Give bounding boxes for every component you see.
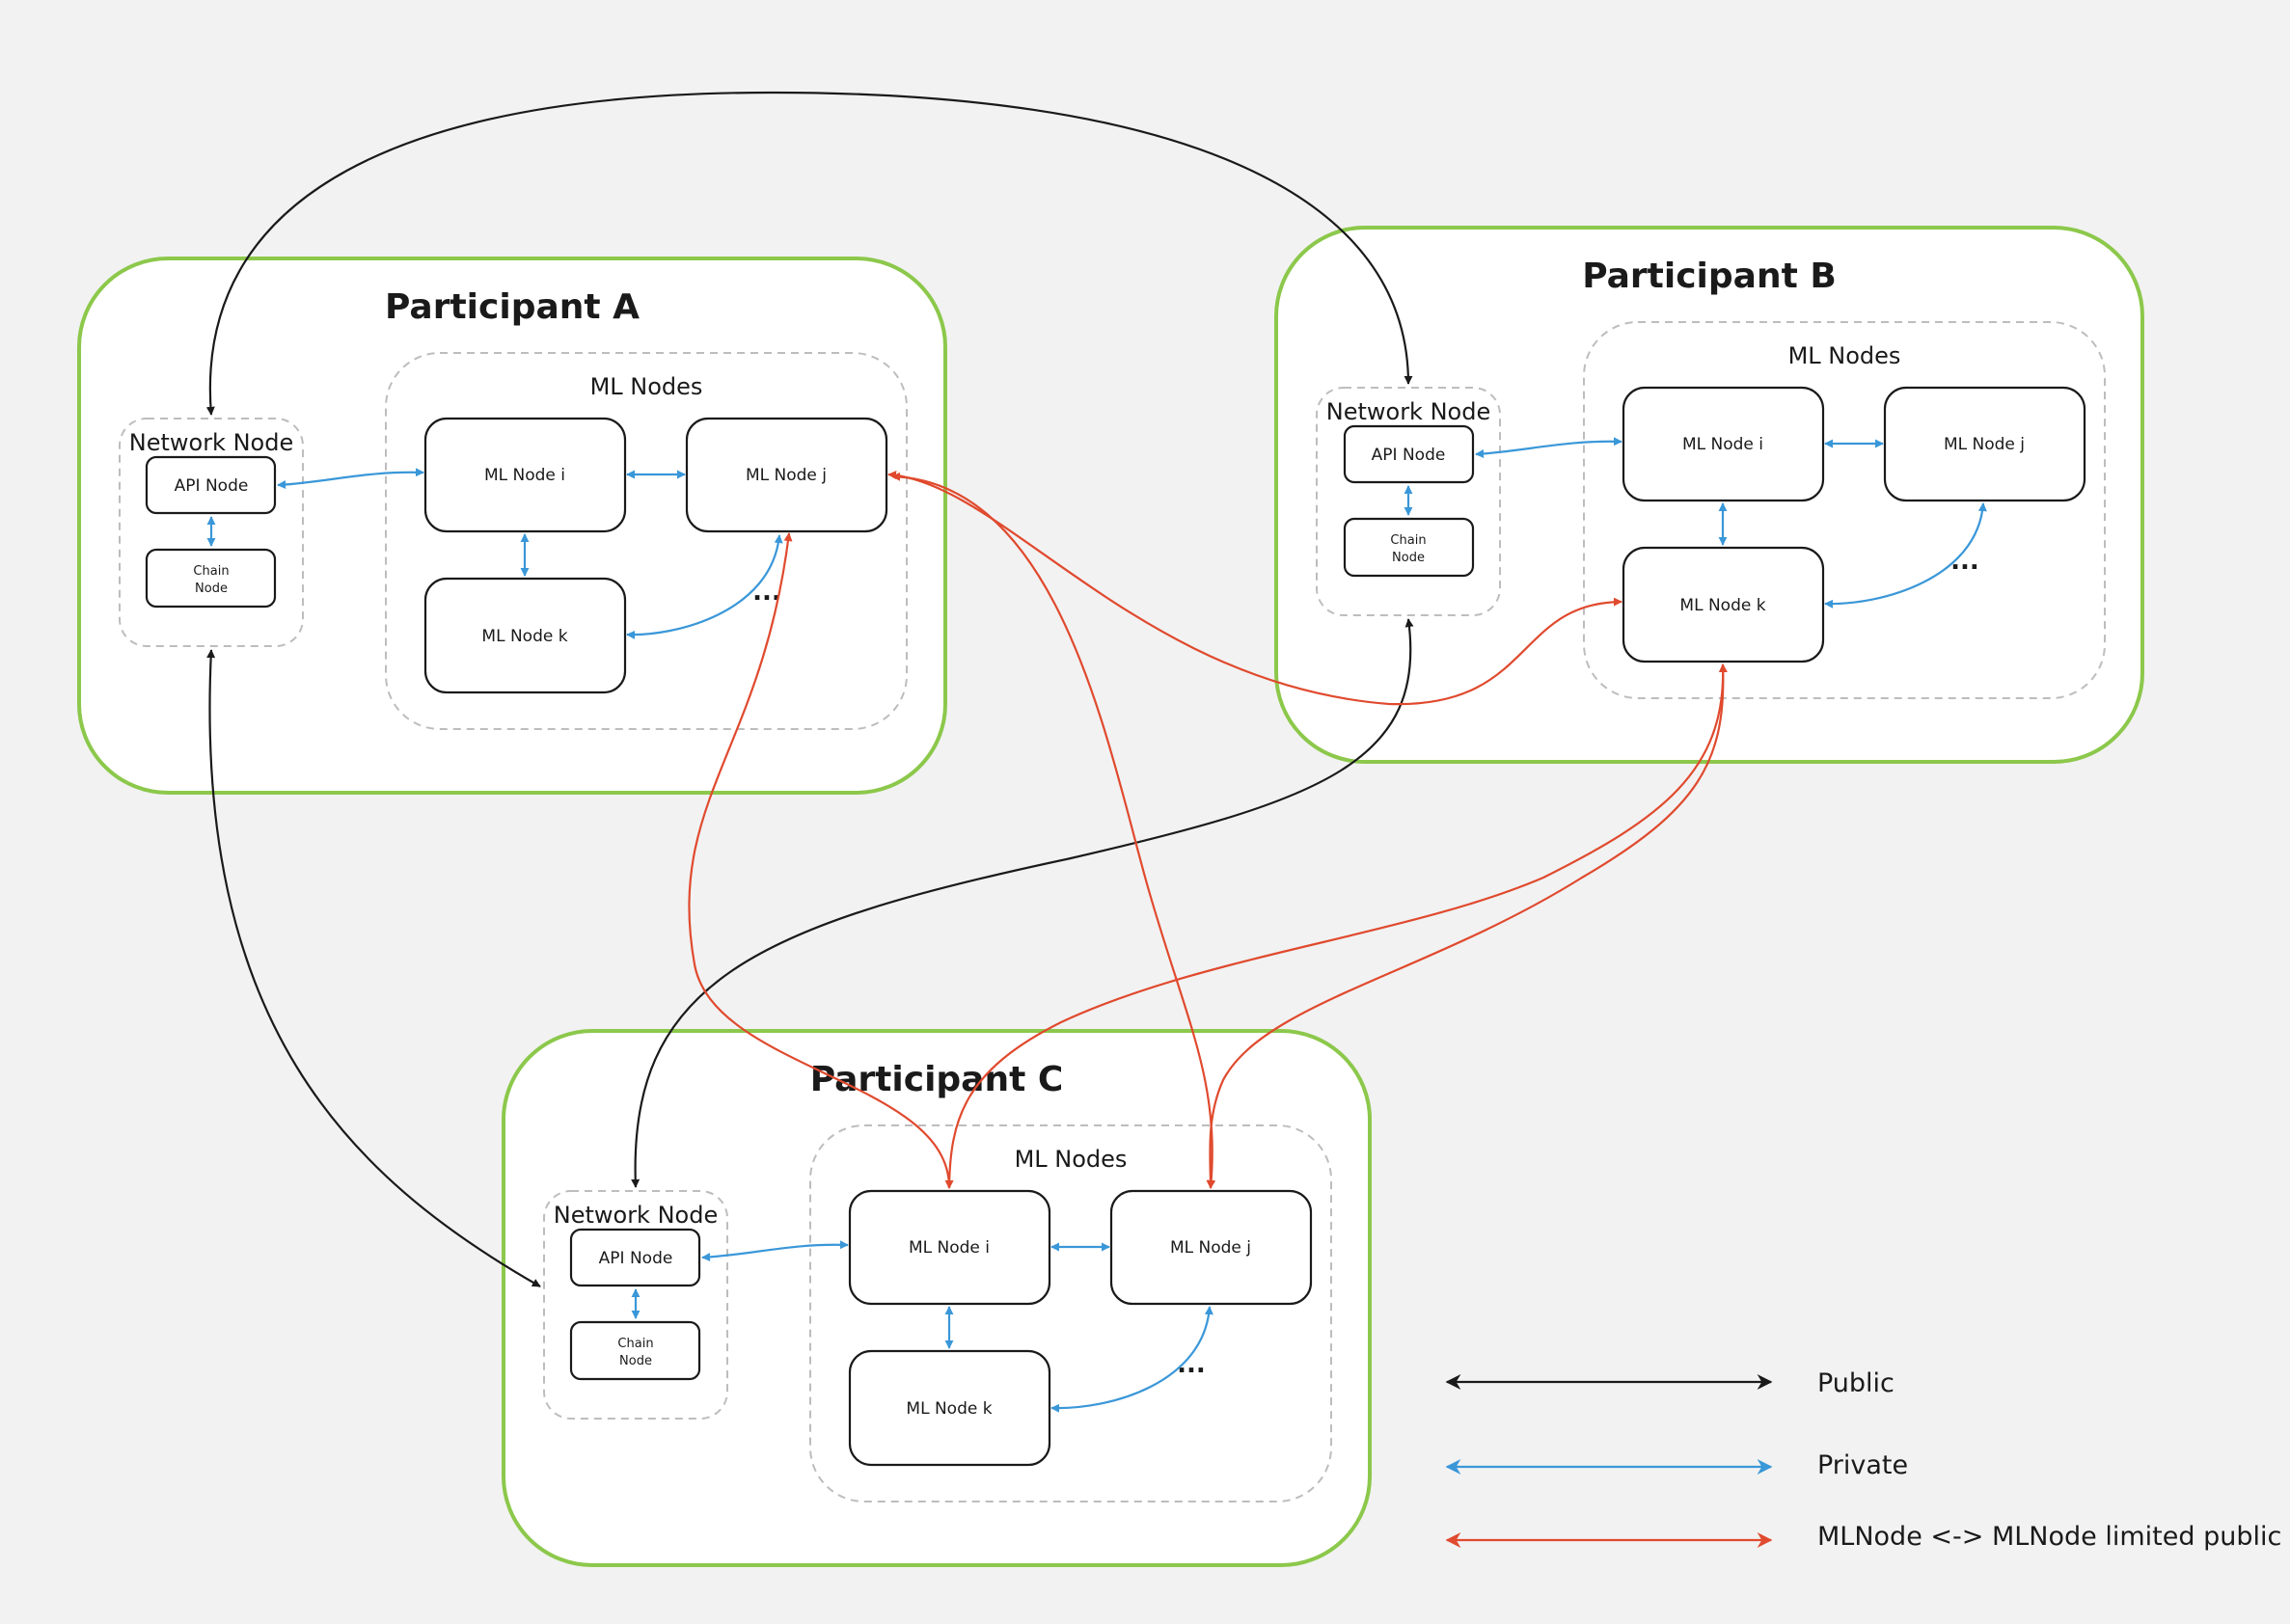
participant-a-chain-node[interactable]: [145, 548, 277, 609]
participant-b-api-node-label: API Node: [1372, 446, 1446, 465]
participant-a-ml-node-j[interactable]: [685, 417, 888, 533]
participant-a-network-node-title: Network Node: [129, 429, 293, 456]
arrow-a-network-to-b-network[interactable]: [205, 91, 1413, 416]
participant-b-ml-node-j-label: ML Node j: [1944, 435, 2025, 454]
participant-b-network-node-title: Network Node: [1326, 398, 1490, 425]
participant-b-ml-node-k-label: ML Node k: [1679, 596, 1765, 615]
arrow-b-ml-j-to-ml-k[interactable]: [1824, 502, 1987, 609]
participant-c-ml-node-k[interactable]: [848, 1349, 1051, 1467]
participant-c-chain-node-label-1: Chain: [617, 1337, 653, 1351]
participant-c-title: Participant C: [810, 1060, 1064, 1099]
participant-b-title: Participant B: [1582, 257, 1837, 296]
arrow-a-ml-j-to-c-ml-i[interactable]: [688, 532, 954, 1189]
participant-c-ml-node-i-label: ML Node i: [909, 1238, 990, 1258]
participant-a-ml-node-j-label: ML Node j: [746, 466, 827, 485]
participant-a-chain-node-label-1: Chain: [193, 564, 229, 579]
limited-public-connections: [688, 471, 1728, 1189]
arrow-c-ml-j-to-ml-k[interactable]: [1050, 1306, 1213, 1413]
participant-c-chain-node[interactable]: [569, 1320, 701, 1381]
participant-c-api-node-label: API Node: [599, 1249, 673, 1268]
participant-b-chain-node-label-1: Chain: [1390, 533, 1426, 548]
participant-b-ml-node-i-label: ML Node i: [1682, 435, 1763, 454]
participant-c-chain-node-label-2: Node: [619, 1354, 652, 1368]
participant-a-ml-nodes-title: ML Nodes: [590, 373, 703, 400]
arrow-b-api-to-ml-i[interactable]: [1475, 437, 1622, 459]
arrow-c-api-to-ml-i[interactable]: [701, 1240, 849, 1262]
participant-a-api-node[interactable]: [145, 455, 277, 515]
arrow-a-api-to-ml-i[interactable]: [277, 468, 424, 490]
participant-c-ml-node-j-label: ML Node j: [1170, 1238, 1251, 1258]
participant-b-ml-node-i[interactable]: [1622, 386, 1825, 502]
participant-b-chain-node-label-2: Node: [1392, 551, 1425, 565]
participant-b-ml-node-j[interactable]: [1883, 386, 2086, 502]
participant-a-ml-node-i-label: ML Node i: [484, 466, 565, 485]
arrow-a-network-to-c-network[interactable]: [206, 649, 541, 1287]
participant-c-ml-node-k-label: ML Node k: [906, 1399, 992, 1419]
private-connections: [206, 437, 1987, 1413]
participant-a-title: Participant A: [385, 287, 640, 327]
participant-b-ml-node-k[interactable]: [1622, 546, 1825, 663]
participant-b-ml-nodes-title: ML Nodes: [1788, 342, 1901, 369]
participant-c-api-node[interactable]: [569, 1228, 701, 1287]
participant-c-ml-node-i[interactable]: [848, 1189, 1051, 1306]
participant-c-ml-node-j[interactable]: [1109, 1189, 1313, 1306]
participant-a-api-node-label: API Node: [175, 476, 249, 496]
arrow-b-ml-k-to-c-ml-j[interactable]: [1206, 663, 1728, 1189]
legend-public-label: Public: [1817, 1368, 1895, 1398]
legend: Public Private MLNode <-> MLNode limited…: [1445, 1368, 2281, 1552]
participant-c-network-node-title: Network Node: [554, 1202, 718, 1229]
participant-a-chain-node-label-2: Node: [195, 582, 228, 596]
participant-b: Participant B Network Node API Node Chai…: [1274, 226, 2144, 764]
legend-limited-public-label: MLNode <-> MLNode limited public: [1817, 1522, 2281, 1552]
participant-c-ml-nodes-title: ML Nodes: [1015, 1146, 1128, 1173]
participant-c: Participant C Network Node API Node Chai…: [502, 1029, 1372, 1567]
legend-private-label: Private: [1817, 1450, 1908, 1480]
participant-a-ml-node-k-label: ML Node k: [481, 627, 567, 646]
participant-a-ml-node-i[interactable]: [423, 417, 627, 533]
